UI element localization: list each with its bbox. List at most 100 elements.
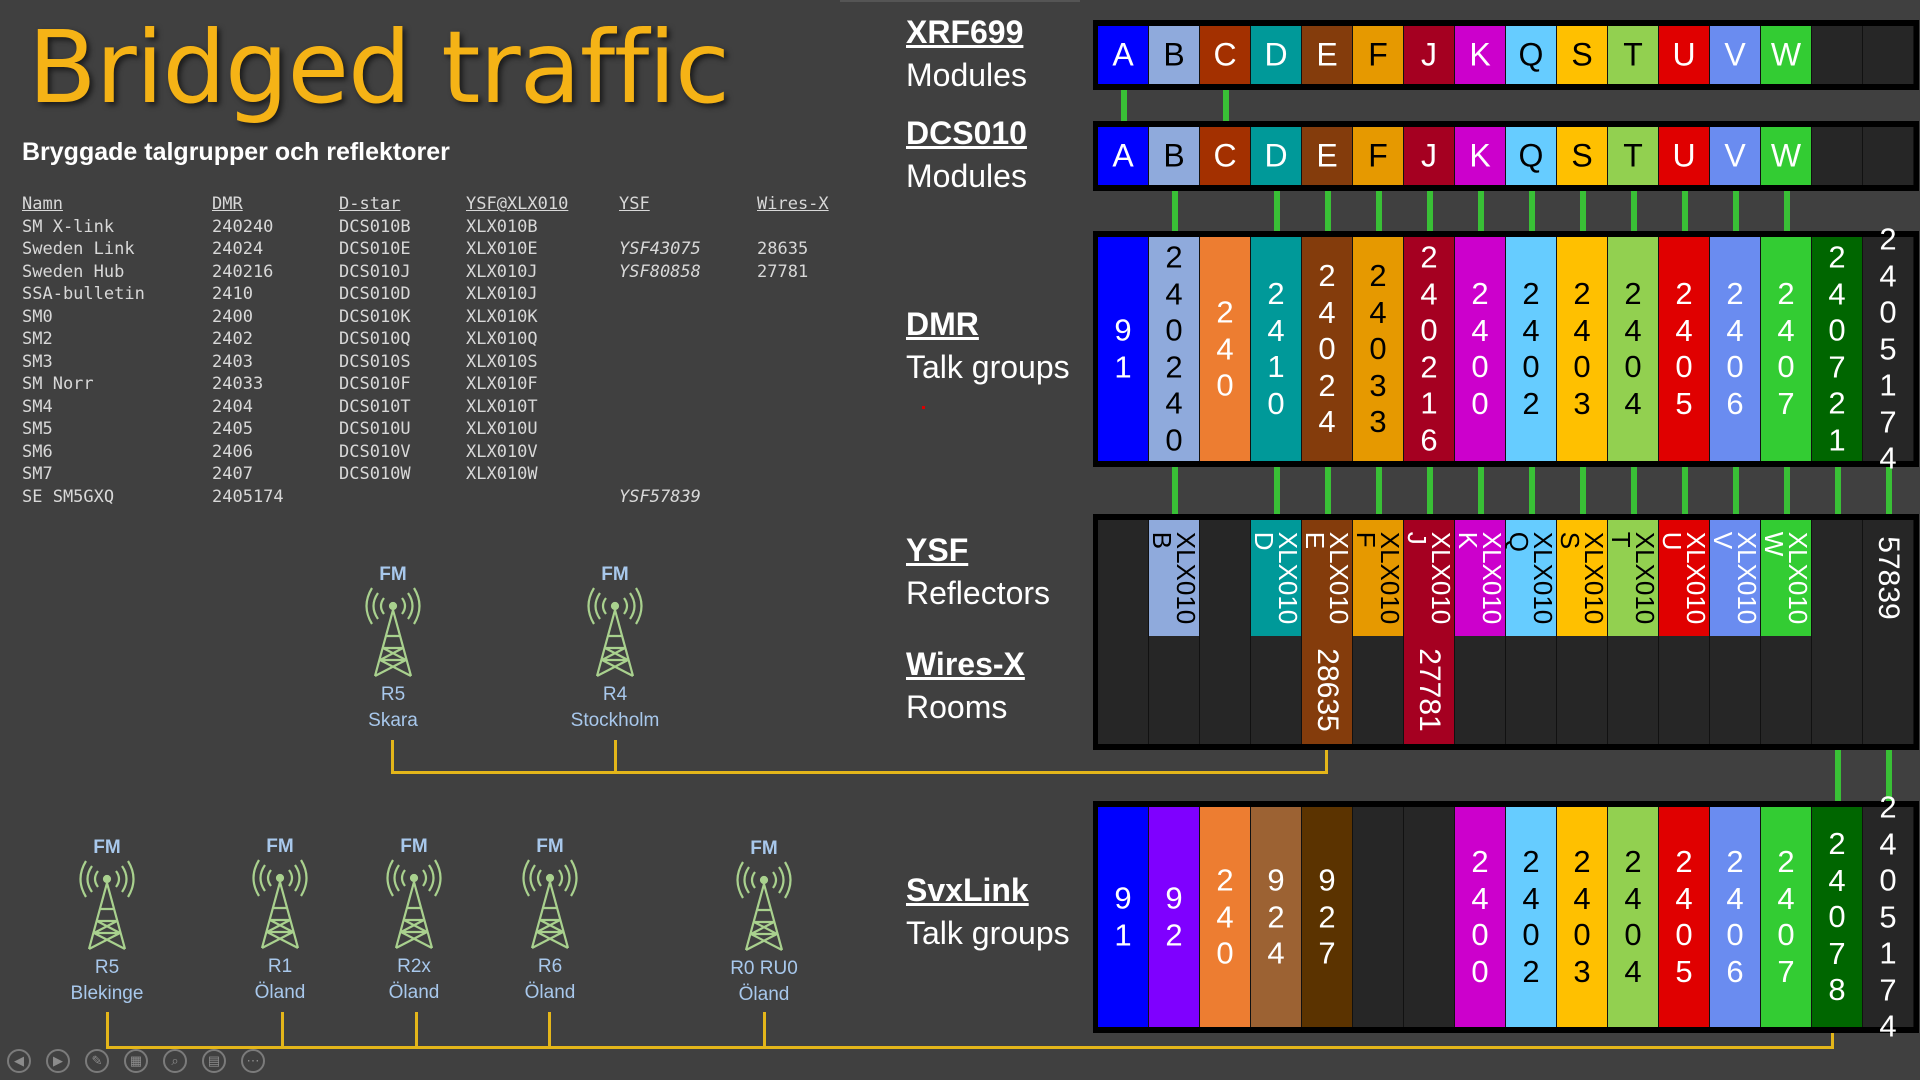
table-cell: SM7	[22, 464, 53, 484]
table-cell: SM3	[22, 351, 53, 372]
wiresx-room-cell	[1812, 636, 1863, 744]
link-dcs-dmr	[1579, 190, 1586, 234]
slides-icon[interactable]: ▦	[124, 1049, 148, 1073]
link-dcs-dmr	[1681, 190, 1688, 234]
dcs-module-cell: B	[1149, 127, 1200, 185]
table-cell: SM4	[22, 396, 53, 417]
repeater-id: R4	[602, 684, 628, 705]
table-header-cell: Wires-X	[757, 194, 829, 214]
wiresx-room-cell	[1608, 636, 1659, 744]
link-dcs-dmr	[1273, 190, 1280, 234]
repeater-location: Öland	[738, 984, 790, 1005]
fm-link-top-left	[391, 740, 394, 774]
table-cell: 2406	[212, 441, 253, 462]
ysf-reflector-cell	[1812, 520, 1863, 636]
dcs-module-label: Q	[1518, 137, 1544, 174]
link-dmr-ysf	[1273, 464, 1280, 517]
section-wires-title: Wires-X	[906, 646, 1025, 682]
dcs-module-cell: C	[1200, 127, 1251, 185]
repeater-location: Öland	[254, 982, 306, 1003]
table-cell: DCS010D	[339, 284, 411, 304]
table-cell: SSA-bulletin	[22, 284, 145, 304]
slide-title: Bridged traffic	[28, 9, 730, 126]
section-ysf-title: YSF	[906, 532, 969, 568]
tower	[47, 859, 167, 955]
dcs-module-cell: F	[1353, 127, 1404, 185]
dcs-module-label: T	[1623, 137, 1643, 174]
dcs-module-cell: K	[1455, 127, 1506, 185]
subtitles-icon[interactable]: ▤	[202, 1049, 226, 1073]
dcs-module-cell: E	[1302, 127, 1353, 185]
xrf-module-cell: S	[1557, 26, 1608, 84]
wiresx-room-label: 28635	[1311, 648, 1344, 732]
fm-band-label: FM	[379, 564, 407, 585]
table-cell: 2404	[212, 396, 253, 417]
zoom-icon[interactable]: ⌕	[163, 1049, 187, 1073]
link-dcs-dmr	[1630, 190, 1637, 234]
table-cell: DCS010W	[339, 464, 411, 484]
table-header-cell: DMR	[212, 194, 243, 214]
ysf-reflector-cell	[1200, 520, 1251, 636]
xrf-module-label: B	[1163, 36, 1185, 73]
wiresx-room-label: 27781	[1413, 648, 1446, 732]
link-dmr-ysf	[1477, 464, 1484, 517]
more-icon[interactable]: ⋯	[241, 1049, 265, 1073]
red-dot	[922, 406, 925, 409]
xrf-module-cell: D	[1251, 26, 1302, 84]
ysf-reflector-cell	[1098, 520, 1149, 636]
table-cell: SM X-link	[22, 216, 115, 237]
table-cell: 24033	[212, 374, 264, 394]
dcs-module-label: B	[1163, 137, 1185, 174]
link-dmr-ysf	[1783, 464, 1790, 517]
table-cell: Sweden Link	[22, 239, 135, 259]
prev-icon[interactable]: ◀	[7, 1049, 31, 1073]
table-cell: XLX010V	[466, 441, 538, 462]
fm-link-bottom	[106, 1046, 1834, 1049]
repeater-id: R2x	[397, 956, 431, 977]
xrf-module-label: E	[1316, 36, 1338, 73]
link-dcs-dmr	[1426, 190, 1433, 234]
radio-tower-icon	[79, 860, 135, 950]
xrf-module-label: S	[1571, 36, 1593, 73]
table-cell: 2402	[212, 329, 253, 349]
xrf-module-label: J	[1421, 36, 1437, 73]
repeater-location: Stockholm	[570, 710, 660, 731]
pen-icon[interactable]: ✎	[85, 1049, 109, 1073]
table-cell: XLX010E	[466, 239, 538, 259]
link-dmr-ysf	[1732, 464, 1739, 517]
xrf-module-cell	[1863, 26, 1914, 84]
table-cell: 2405174	[212, 486, 284, 507]
section-xrf-title: XRF699	[906, 14, 1024, 50]
next-icon[interactable]: ▶	[46, 1049, 70, 1073]
radio-tower-icon	[365, 587, 421, 677]
table-header-cell: YSF	[619, 194, 650, 214]
fm-link-bottom-drop	[281, 1012, 284, 1049]
table-cell: DCS010B	[339, 216, 411, 237]
